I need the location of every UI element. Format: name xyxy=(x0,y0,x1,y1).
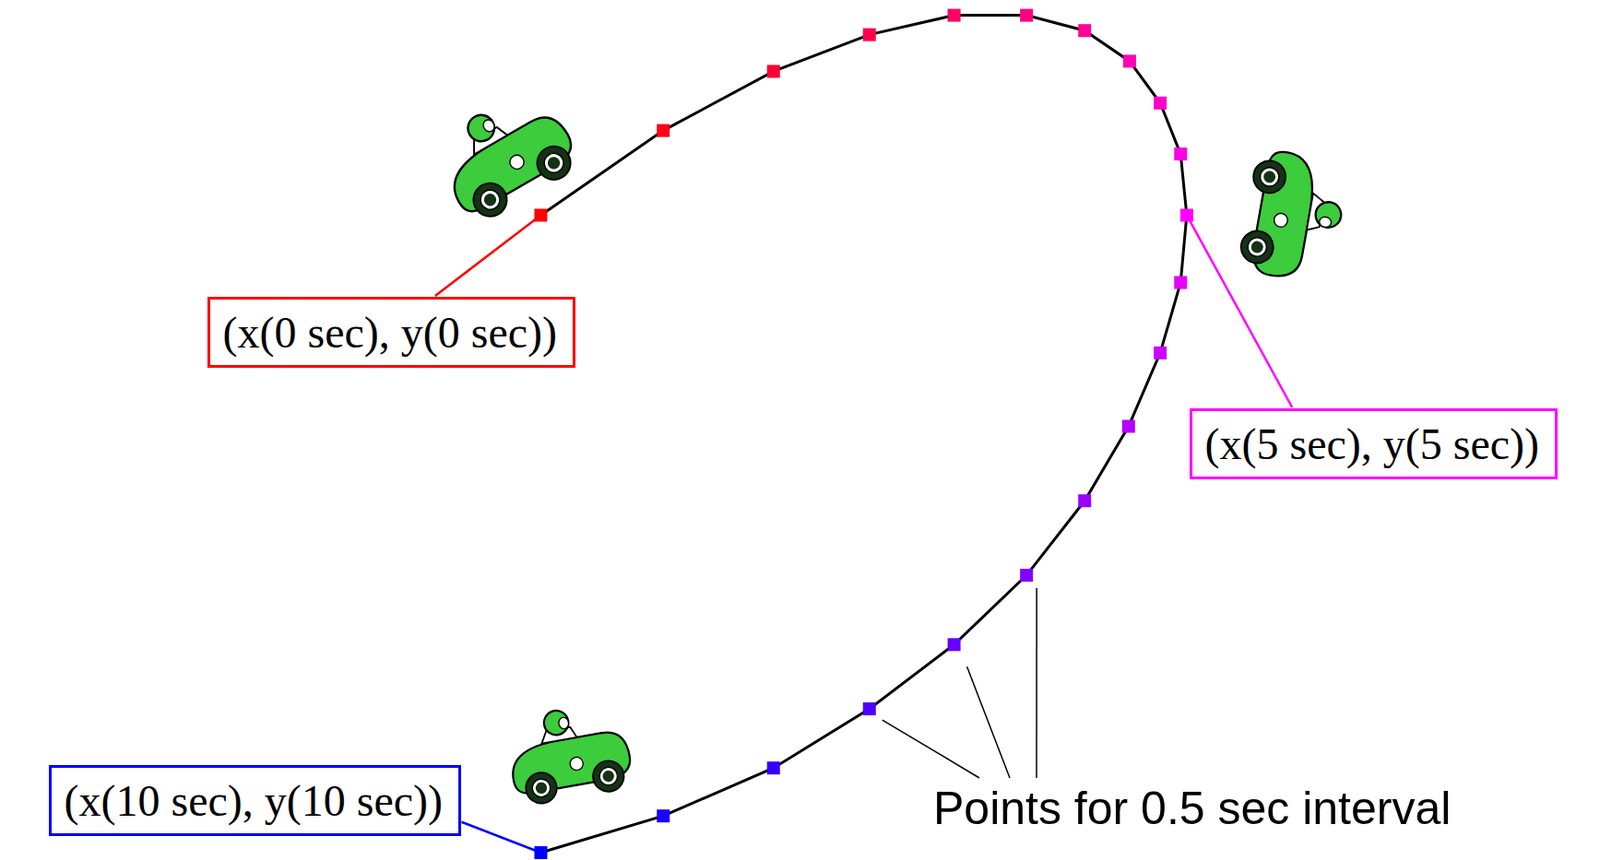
time-point-marker xyxy=(767,64,781,78)
car-wheel-rim xyxy=(1246,236,1269,258)
car-wheel xyxy=(1238,228,1276,266)
car-hub xyxy=(1250,240,1265,255)
time-point-marker xyxy=(1019,568,1033,582)
car-visor xyxy=(1318,215,1333,228)
car-wheel xyxy=(523,770,560,807)
time-position-box: (x(10 sec), y(10 sec)) xyxy=(48,765,462,837)
car-hub xyxy=(481,191,498,209)
leader-line xyxy=(882,720,980,779)
time-point-marker xyxy=(863,28,877,42)
time-point-marker xyxy=(1122,420,1136,434)
time-point-marker xyxy=(1078,23,1091,37)
time-point-marker xyxy=(1173,147,1187,161)
leader-line xyxy=(435,214,542,297)
position-formula: (x(0 sec), y(0 sec)) xyxy=(223,307,558,358)
car-helmet xyxy=(462,110,499,147)
leader-line xyxy=(462,822,542,854)
position-formula: (x(5 sec), y(5 sec)) xyxy=(1205,418,1540,470)
time-point-marker xyxy=(948,638,961,652)
time-point-marker xyxy=(1173,276,1187,290)
time-point-marker xyxy=(767,761,781,775)
time-position-box: (x(0 sec), y(0 sec)) xyxy=(207,296,576,368)
car-wheel xyxy=(467,177,513,223)
time-position-box: (x(5 sec), y(5 sec)) xyxy=(1189,408,1558,480)
time-point-marker xyxy=(948,9,961,23)
car-hub xyxy=(602,770,616,783)
time-point-marker xyxy=(1153,96,1167,110)
car-hub xyxy=(545,154,563,172)
car-helmet xyxy=(1313,200,1343,230)
car-wheel-rim xyxy=(1258,165,1280,188)
car-body xyxy=(442,108,580,217)
car-wheel xyxy=(1250,158,1288,196)
car-wheel-rim xyxy=(476,186,504,214)
leader-line xyxy=(1035,588,1038,779)
car-hub xyxy=(534,782,548,795)
time-point-marker xyxy=(656,124,670,138)
leader-line xyxy=(1186,214,1292,408)
position-formula: (x(10 sec), y(10 sec)) xyxy=(64,775,443,827)
car-hub xyxy=(1262,169,1277,184)
car-number-disc xyxy=(1272,212,1289,228)
interval-note: Points for 0.5 sec interval xyxy=(933,783,1451,835)
car-visor xyxy=(557,717,570,731)
trajectory-curve xyxy=(540,15,1186,854)
race-car xyxy=(1236,147,1351,286)
car-wheel xyxy=(531,140,577,186)
car-helmet xyxy=(542,709,571,738)
race-car xyxy=(426,81,585,229)
time-point-marker xyxy=(863,702,877,716)
time-point-marker xyxy=(656,809,670,823)
car-number-disc xyxy=(568,756,584,771)
time-point-marker xyxy=(1123,54,1137,68)
time-point-marker xyxy=(1153,346,1167,360)
leader-line xyxy=(967,666,1010,779)
car-wheel xyxy=(590,758,627,795)
time-point-marker xyxy=(1078,494,1091,508)
car-wheel-rim xyxy=(531,778,552,799)
car-wheel-rim xyxy=(540,150,568,178)
car-wheel-rim xyxy=(598,766,619,787)
race-car xyxy=(502,699,635,809)
car-number-disc xyxy=(507,152,527,172)
car-visor xyxy=(481,118,498,134)
time-point-marker xyxy=(1019,9,1033,23)
